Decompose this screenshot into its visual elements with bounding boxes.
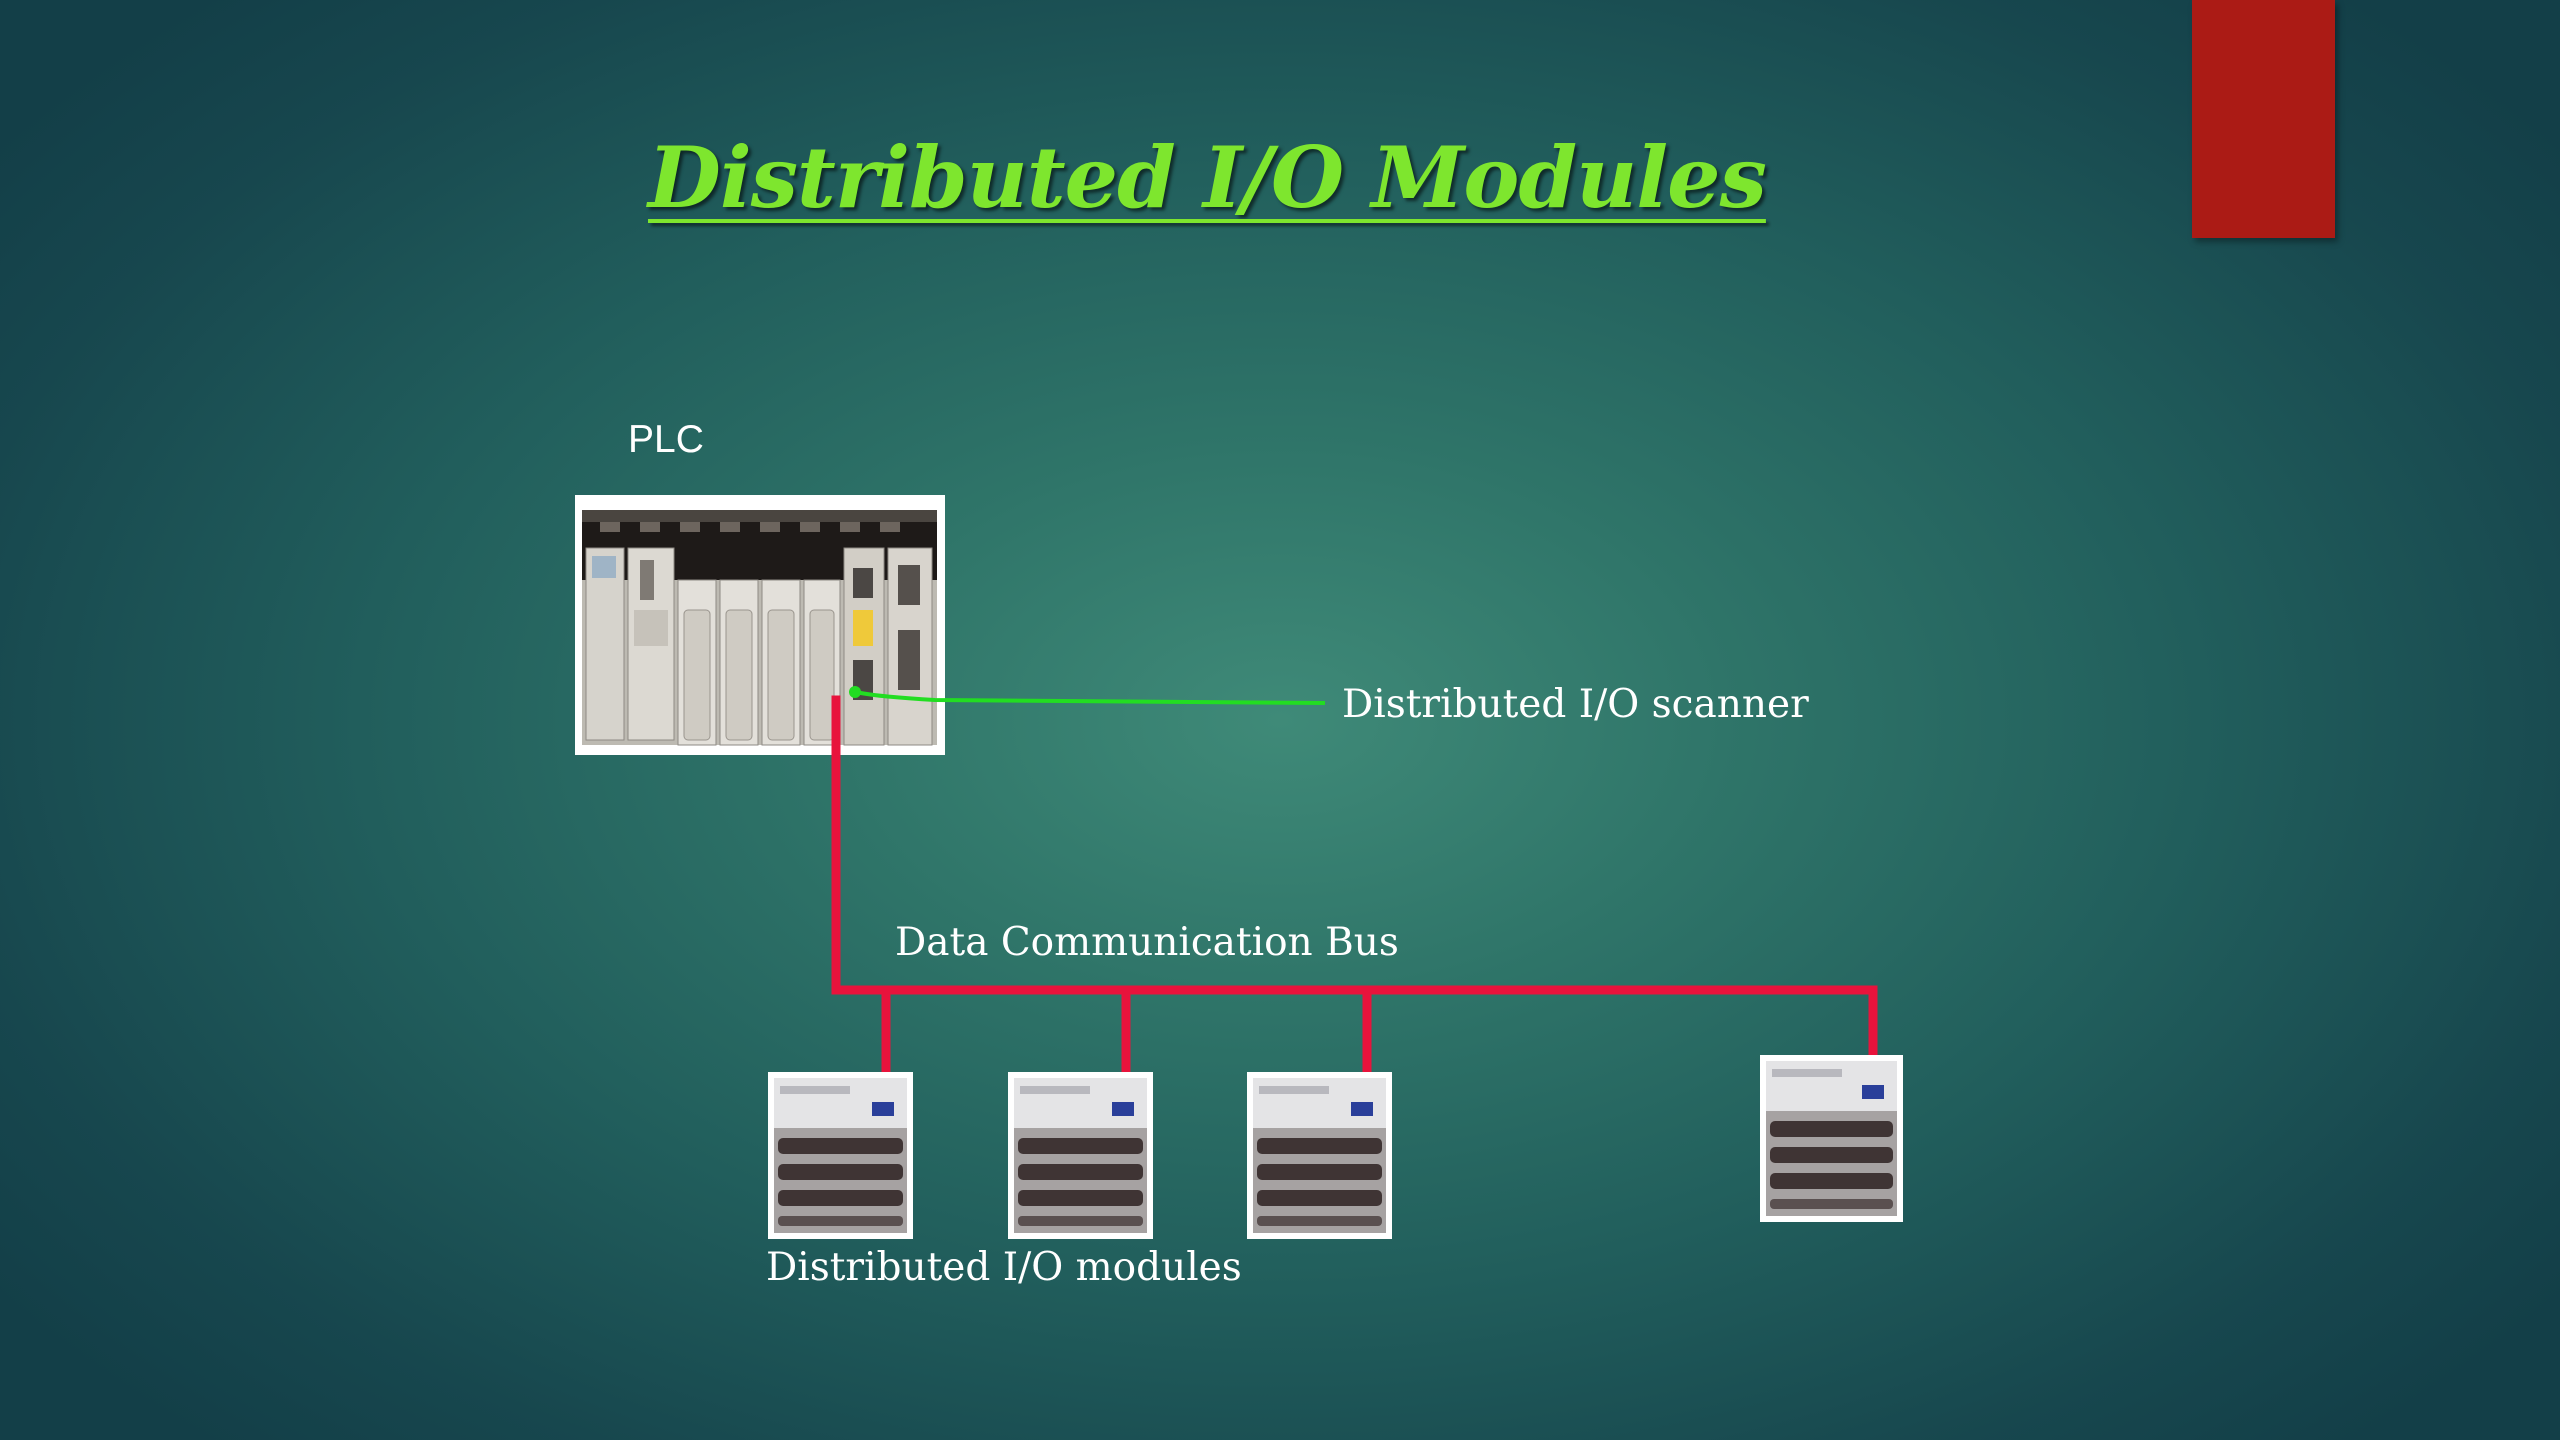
distributed-io-module-4 bbox=[1760, 1055, 1903, 1222]
distributed-io-module-1 bbox=[768, 1072, 913, 1239]
data-communication-bus bbox=[836, 700, 1873, 1075]
scanner-label: Distributed I/O scanner bbox=[1342, 682, 1809, 727]
bus-label: Data Communication Bus bbox=[895, 920, 1399, 965]
distributed-io-module-2 bbox=[1008, 1072, 1153, 1239]
distributed-io-module-3 bbox=[1247, 1072, 1392, 1239]
plc-image bbox=[575, 495, 945, 755]
modules-label: Distributed I/O modules bbox=[766, 1245, 1242, 1290]
